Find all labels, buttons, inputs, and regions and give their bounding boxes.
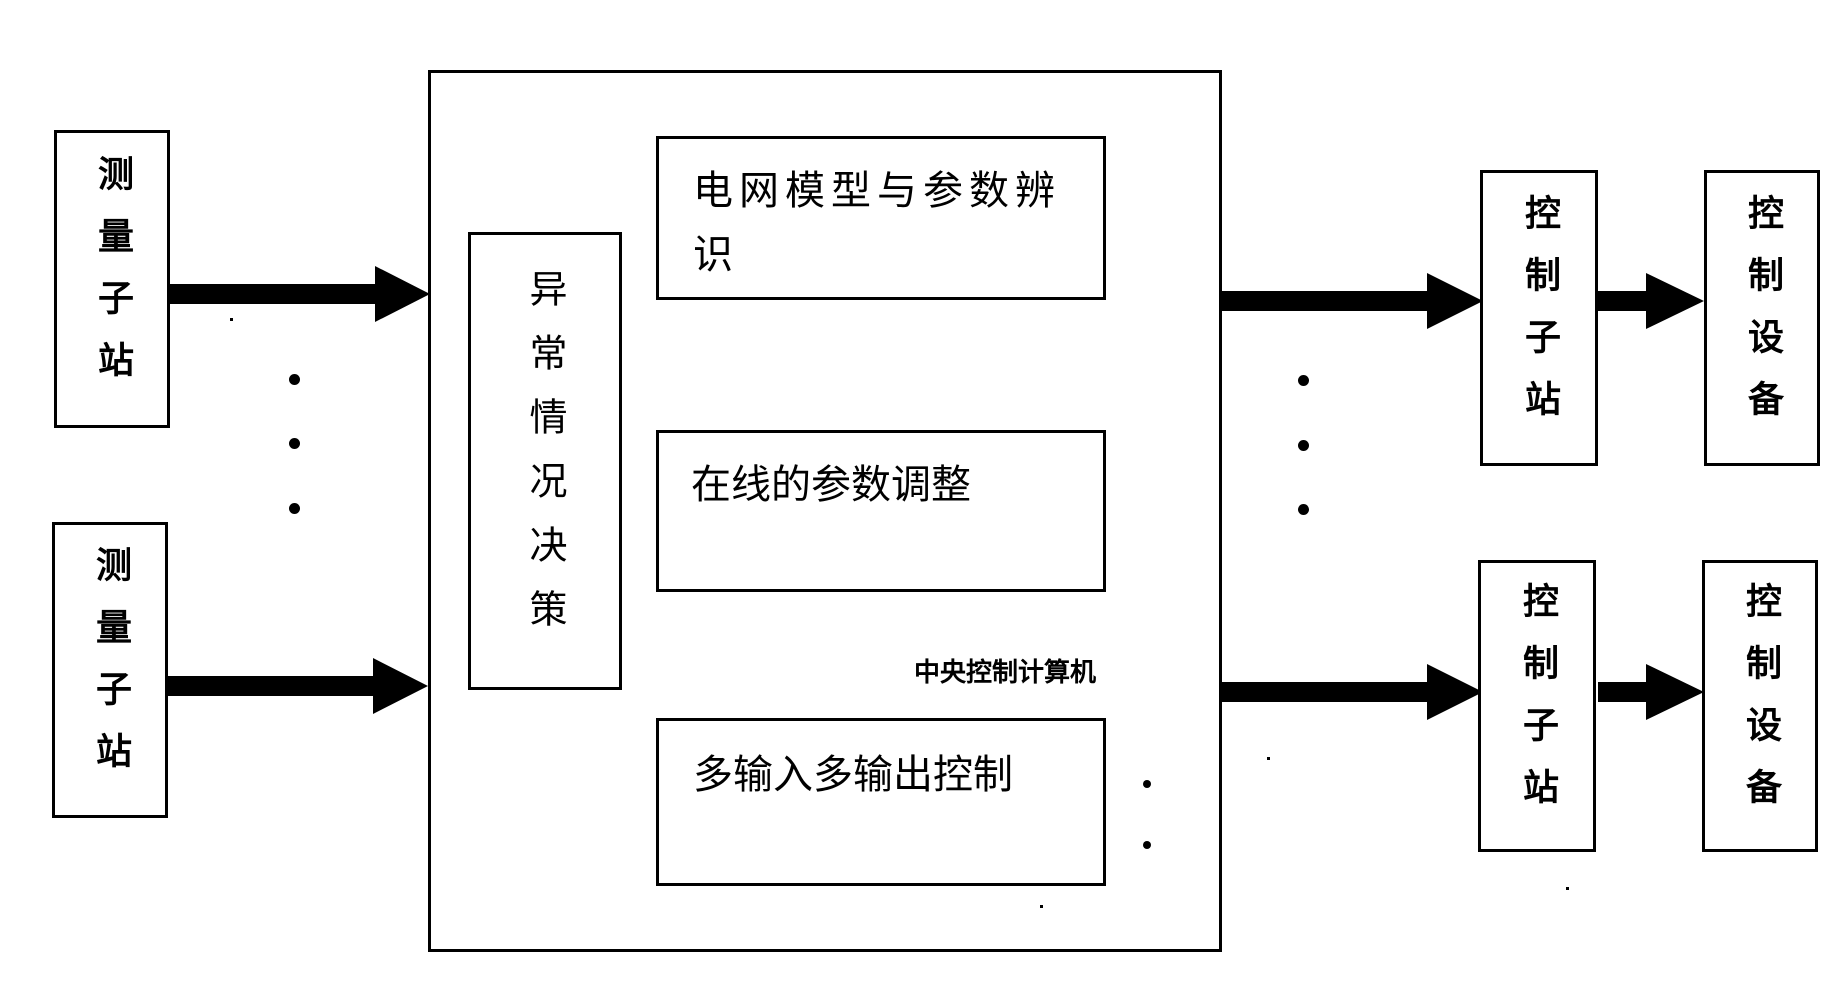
control-station-1: 控制子站: [1480, 170, 1598, 466]
control-device-2: 控制设备: [1702, 560, 1818, 852]
ellipsis-dot-mimo-2: [1143, 841, 1151, 849]
ellipsis-dot-right-2: [1298, 440, 1309, 451]
measure-station-1: 测量子站: [54, 130, 170, 428]
scan-speck: [230, 318, 233, 321]
ellipsis-dot-right-3: [1298, 504, 1309, 515]
mimo-control-block: 多输入多输出控制: [656, 718, 1106, 886]
arrow-control-1-to-device: [1598, 273, 1704, 329]
scan-speck: [1040, 905, 1043, 908]
ellipsis-dot-mimo-1: [1143, 780, 1151, 788]
arrow-measure-1-to-central: [170, 266, 430, 322]
control-station-2-label: 控制子站: [1517, 582, 1558, 830]
measure-station-2: 测量子站: [52, 522, 168, 818]
mimo-control-label: 多输入多输出控制: [693, 752, 1013, 798]
anomaly-decision-label: 异常情况决策: [523, 269, 567, 653]
control-device-2-label: 控制设备: [1740, 582, 1781, 830]
online-parameter-adjust-block: 在线的参数调整: [656, 430, 1106, 592]
ellipsis-dot-left-2: [289, 438, 300, 449]
arrow-measure-2-to-central: [168, 658, 428, 714]
arrow-central-to-control-1: [1222, 273, 1483, 329]
ellipsis-dot-left-3: [289, 503, 300, 514]
grid-model-identification-label: 电网模型与参数辨识: [693, 168, 1061, 278]
scan-speck: [1267, 757, 1270, 760]
central-computer-caption: 中央控制计算机: [914, 658, 1097, 688]
control-station-2: 控制子站: [1478, 560, 1596, 852]
ellipsis-dot-left-1: [289, 374, 300, 385]
measure-station-1-label: 测量子站: [92, 155, 133, 403]
control-device-1: 控制设备: [1704, 170, 1820, 466]
measure-station-2-label: 测量子站: [90, 546, 131, 794]
online-parameter-adjust-label: 在线的参数调整: [691, 462, 971, 508]
control-device-1-label: 控制设备: [1742, 194, 1783, 442]
arrow-central-to-control-2: [1222, 664, 1483, 720]
ellipsis-dot-right-1: [1298, 375, 1309, 386]
anomaly-decision-block: 异常情况决策: [468, 232, 622, 690]
scan-speck: [1566, 887, 1569, 890]
grid-model-identification-block: 电网模型与参数辨识: [656, 136, 1106, 300]
control-station-1-label: 控制子站: [1519, 194, 1560, 442]
arrow-control-2-to-device: [1598, 664, 1704, 720]
